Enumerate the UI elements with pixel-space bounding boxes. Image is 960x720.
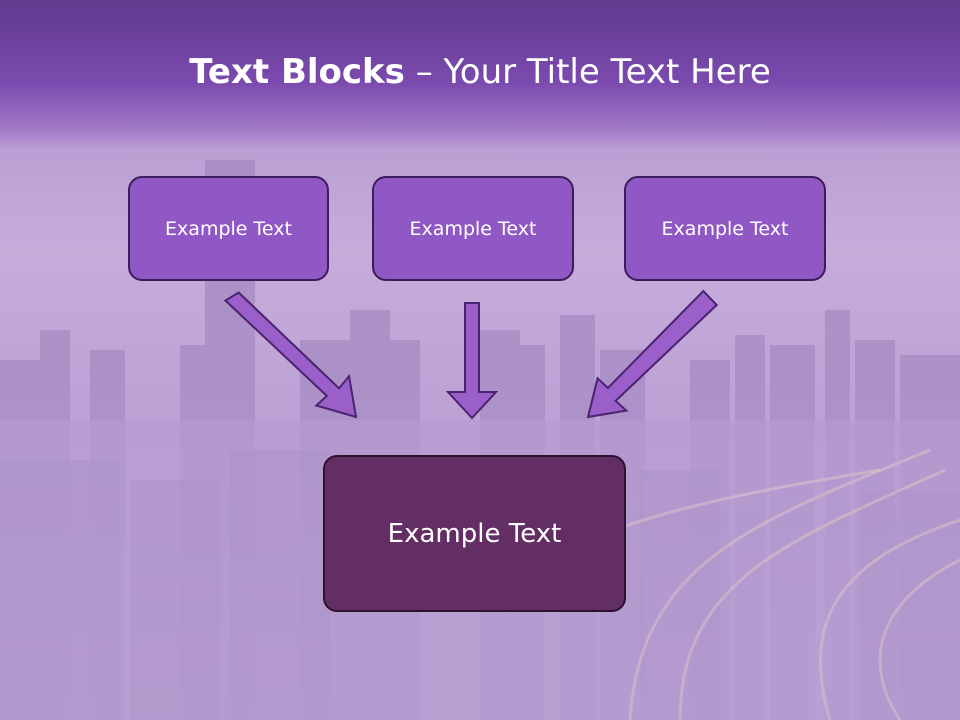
top-box-center: Example Text <box>372 176 574 281</box>
arrow-left-diagonal <box>223 291 358 419</box>
title-band <box>0 0 960 150</box>
top-box-left: Example Text <box>128 176 329 281</box>
arrow-center-down <box>445 302 499 420</box>
title-text: Your Title Text Here <box>443 52 771 92</box>
page-title: Text Blocks – Your Title Text Here <box>0 52 960 92</box>
bottom-box-label: Example Text <box>387 518 562 549</box>
top-box-left-label: Example Text <box>165 217 292 240</box>
title-bold-text: Text Blocks <box>189 52 405 92</box>
top-box-center-label: Example Text <box>409 217 537 240</box>
title-separator: – <box>415 52 433 92</box>
top-box-right-label: Example Text <box>661 217 789 240</box>
arrow-right-diagonal <box>586 289 719 419</box>
top-box-right: Example Text <box>624 176 826 281</box>
bottom-box: Example Text <box>323 455 626 612</box>
